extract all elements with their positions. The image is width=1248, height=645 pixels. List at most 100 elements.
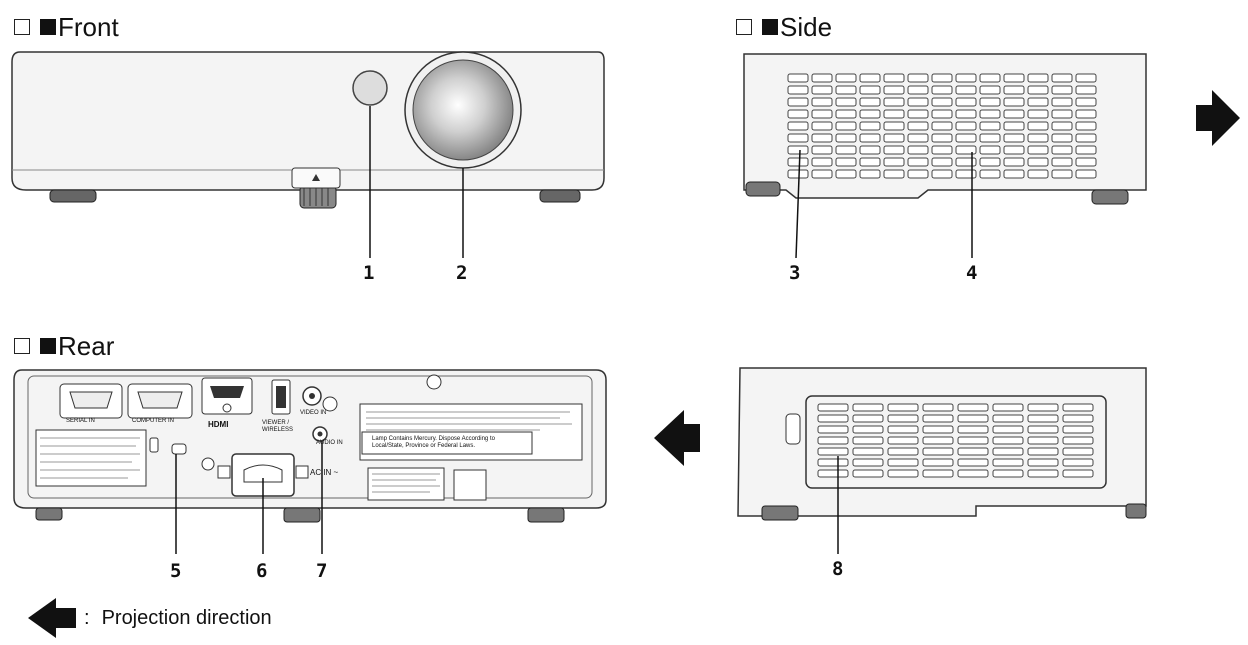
vent-slot: [1003, 73, 1025, 83]
vent-slot: [1027, 85, 1049, 95]
vent-slot: [1003, 97, 1025, 107]
vent-slot: [852, 403, 884, 412]
vent-slot: [979, 85, 1001, 95]
vent-slot: [852, 458, 884, 467]
vent-slot: [1003, 169, 1025, 179]
vent-slot: [979, 157, 1001, 167]
vent-slot: [955, 73, 977, 83]
vent-slot: [979, 145, 1001, 155]
vent-slot: [922, 414, 954, 423]
vent-slot: [787, 133, 809, 143]
vent-slot: [883, 109, 905, 119]
vent-slot: [811, 85, 833, 95]
vent-slot: [887, 436, 919, 445]
vent-slot: [1027, 97, 1049, 107]
vent-slot: [883, 157, 905, 167]
vent-slot: [1027, 425, 1059, 434]
vent-slot: [859, 97, 881, 107]
vent-slot: [907, 145, 929, 155]
vent-slot: [1062, 447, 1094, 456]
vent-slot: [811, 157, 833, 167]
checkbox-outline: [14, 338, 30, 354]
front-heading: Front: [14, 14, 119, 40]
vent-slot: [859, 85, 881, 95]
vent-slot: [883, 133, 905, 143]
vent-slot: [811, 133, 833, 143]
vent-slot: [1027, 458, 1059, 467]
vent-slot: [1027, 447, 1059, 456]
vent-slot: [1003, 157, 1025, 167]
vent-slot: [907, 109, 929, 119]
vent-slot: [817, 425, 849, 434]
arrow-left-icon: [28, 598, 76, 638]
vent-slot: [835, 97, 857, 107]
vent-slot: [859, 109, 881, 119]
lamp-notice-label: Lamp Contains Mercury. Dispose According…: [372, 436, 495, 449]
side-title: Side: [780, 12, 833, 42]
callout-4: 4: [966, 262, 978, 284]
vent-slot: [1027, 73, 1049, 83]
vent-slot: [907, 169, 929, 179]
checkbox-outline: [736, 19, 752, 35]
vent-slot: [883, 145, 905, 155]
vent-slot: [992, 447, 1024, 456]
vent-slot: [1027, 414, 1059, 423]
vent-slot: [852, 414, 884, 423]
vent-slot: [979, 133, 1001, 143]
vent-slot: [931, 145, 953, 155]
ac-in-label: AC IN ~: [310, 468, 339, 477]
vent-slot: [1051, 97, 1073, 107]
vent-slot: [1051, 169, 1073, 179]
callout-2: 2: [456, 262, 468, 284]
vent-slot: [957, 403, 989, 412]
computer-in-label: COMPUTER IN: [132, 418, 174, 424]
vent-slot: [1075, 169, 1097, 179]
side-projector-drawing: [743, 53, 1240, 259]
vent-slot: [859, 73, 881, 83]
vent-slot: [992, 469, 1024, 478]
vent-slot: [931, 109, 953, 119]
front-title: Front: [58, 12, 119, 42]
vent-slot: [955, 169, 977, 179]
vent-slot: [1027, 157, 1049, 167]
vent-slot: [787, 73, 809, 83]
vent-slot: [887, 414, 919, 423]
legend-colon: :: [84, 606, 90, 629]
side-heading: Side: [736, 14, 832, 40]
rear-title: Rear: [58, 331, 115, 361]
vent-slot: [907, 121, 929, 131]
vent-slot: [1062, 403, 1094, 412]
vent-slot: [835, 85, 857, 95]
vent-slot: [979, 97, 1001, 107]
vent-slot: [992, 425, 1024, 434]
vent-slot: [887, 458, 919, 467]
vent-slot: [859, 169, 881, 179]
vent-slot: [955, 97, 977, 107]
vent-slot: [1075, 109, 1097, 119]
vent-slot: [859, 157, 881, 167]
vent-slot: [852, 436, 884, 445]
vent-slot: [979, 121, 1001, 131]
vent-slot: [922, 425, 954, 434]
vent-slot: [1027, 121, 1049, 131]
vent-slot: [883, 73, 905, 83]
vent-slot: [957, 436, 989, 445]
vent-slot: [957, 425, 989, 434]
vent-slot: [859, 133, 881, 143]
vent-slot: [852, 425, 884, 434]
hdmi-label: HDMI: [208, 420, 229, 429]
vent-slot: [1075, 121, 1097, 131]
vent-slot: [1027, 469, 1059, 478]
vent-slot: [955, 85, 977, 95]
vent-slot: [907, 97, 929, 107]
vent-slot: [1062, 458, 1094, 467]
vent-slot: [1027, 109, 1049, 119]
vent-slot: [955, 145, 977, 155]
vent-slot: [907, 157, 929, 167]
vent-slot: [992, 414, 1024, 423]
vent-slot: [835, 109, 857, 119]
video-in-label: VIDEO IN: [300, 410, 327, 416]
callout-3: 3: [789, 262, 801, 284]
vent-slot: [922, 458, 954, 467]
vent-slot: [787, 121, 809, 131]
